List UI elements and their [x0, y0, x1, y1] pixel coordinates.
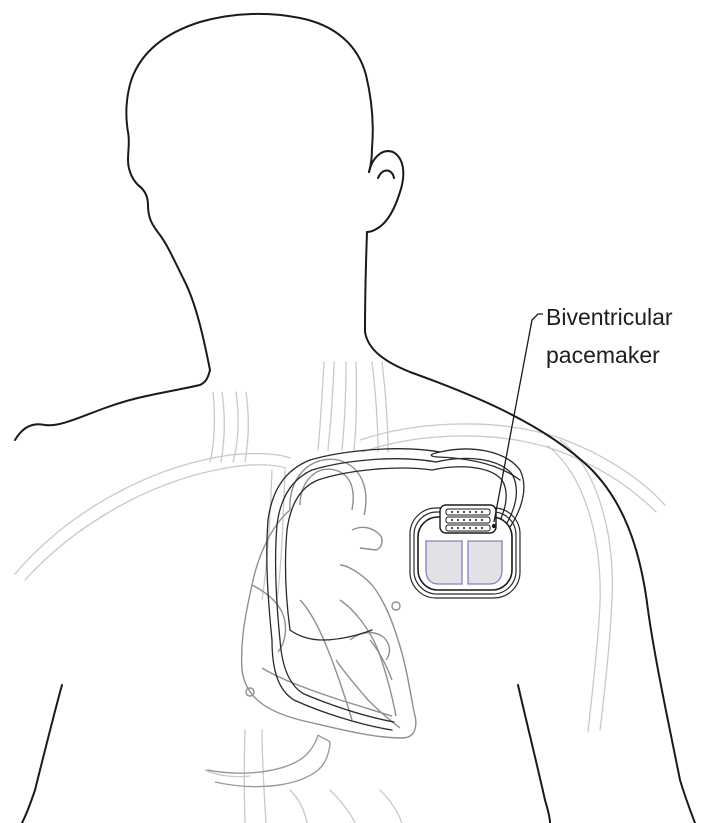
- heart: [242, 459, 416, 738]
- blood-vessels: [15, 362, 665, 823]
- pacemaker-device: [410, 505, 520, 598]
- device-label-line-1: Biventricular: [546, 303, 673, 331]
- descending-aorta: [207, 735, 330, 787]
- body-outline: [15, 14, 695, 823]
- device-label-line-2: pacemaker: [546, 341, 660, 369]
